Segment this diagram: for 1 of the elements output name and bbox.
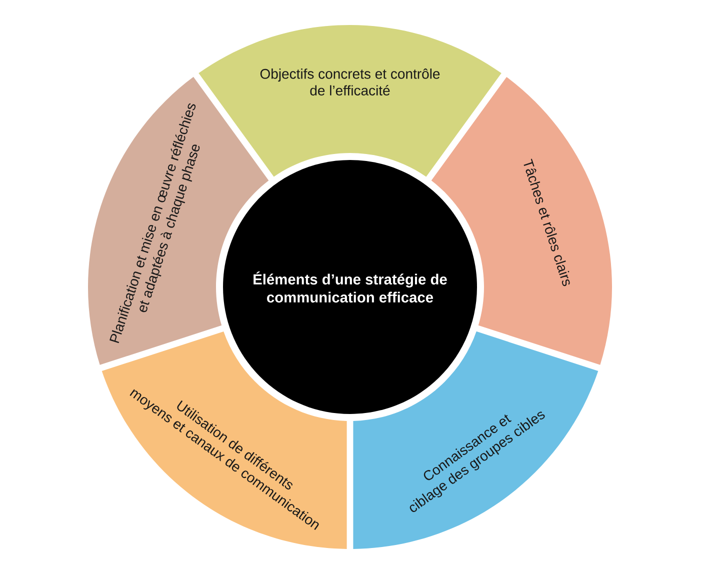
ring-segment: Objectifs concrets et contrôle de l’efficacité [198, 25, 502, 177]
